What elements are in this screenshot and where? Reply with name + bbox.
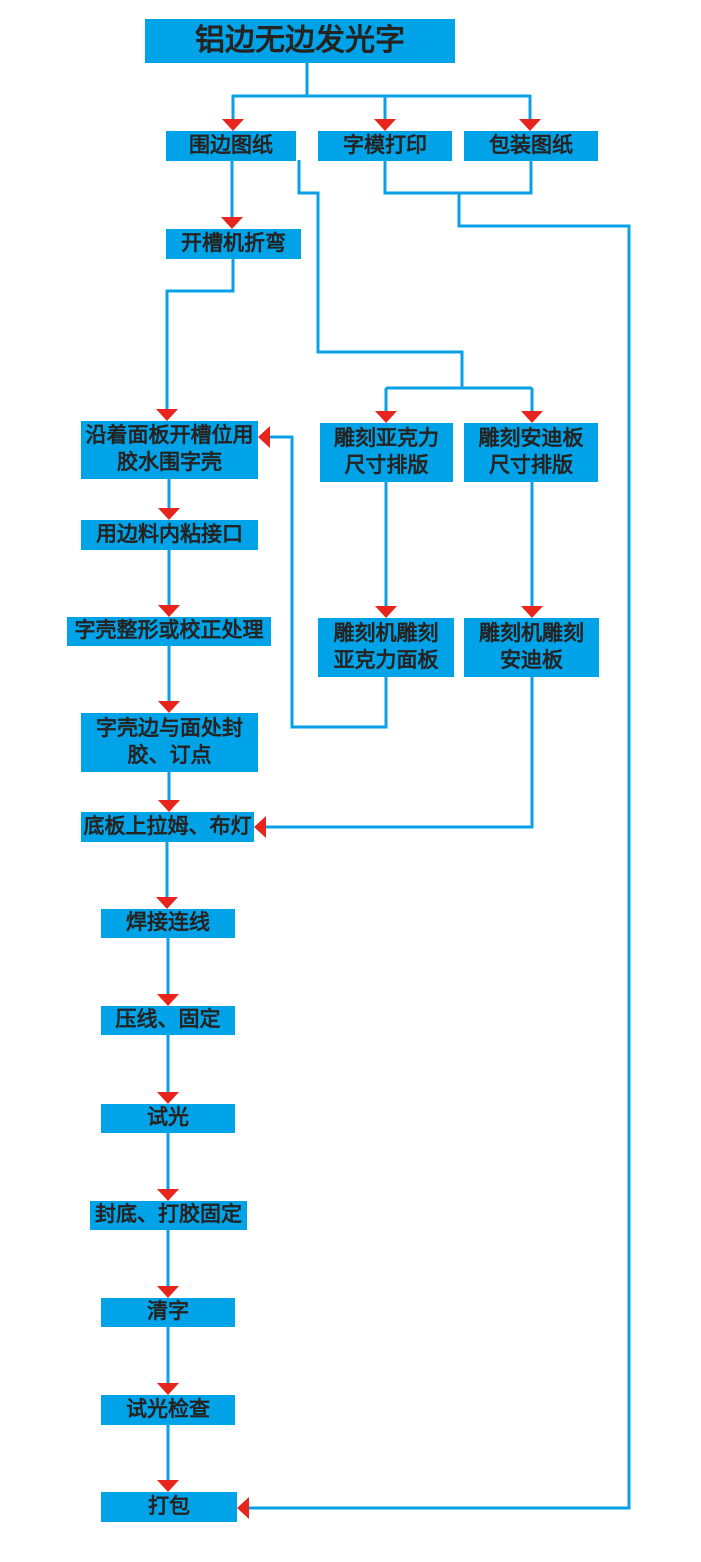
flow-node-label: 胶水围字壳 (117, 451, 222, 474)
flow-node-label: 亚克力面板 (333, 648, 439, 672)
flow-node-label: 压线、固定 (115, 1008, 221, 1032)
arrowhead-icon-yanzhe-to-yongbianliao (158, 508, 180, 520)
flow-node-kaicaoji-zhewan: 开槽机折弯 (166, 229, 301, 259)
arrowhead-icon-merge-to-dabao-long (237, 1497, 249, 1519)
flow-node-label: 焊接连线 (126, 911, 210, 935)
flow-node-label: 雕刻机雕刻 (479, 621, 584, 645)
flow-node-hanjie-lianxian: 焊接连线 (101, 909, 235, 938)
flow-node-zike-fengjiao-dingdian: 字壳边与面处封胶、订点 (81, 713, 258, 772)
arrowhead-icon-shiguang-to-fengdi (157, 1189, 179, 1201)
flow-node-label: 安迪板 (500, 648, 563, 672)
arrowhead-icon-drop-yakeli-paiban (375, 411, 397, 423)
arrowhead-icon-diban-to-hanjie (156, 897, 178, 909)
flow-node-label: 字模打印 (343, 133, 427, 157)
flow-node-label: 沿着面板开槽位用 (85, 424, 254, 448)
flow-node-label: 打包 (148, 1494, 190, 1518)
flow-node-label: 尺寸排版 (344, 453, 429, 477)
flow-node-dabao: 打包 (101, 1492, 237, 1522)
flow-node-label: 字壳整形或校正处理 (74, 619, 264, 643)
flow-node-label: 胶、订点 (127, 743, 212, 767)
flow-node-label: 试光检查 (126, 1397, 210, 1421)
flow-node-zimo-dayin: 字模打印 (318, 131, 452, 161)
edge-yakeli-mianban-loop-to-yanzhe (270, 435, 388, 729)
arrowhead-icon-drop-andiban-paiban (521, 411, 543, 423)
arrowhead-icon-fengjiao-to-diban (158, 800, 180, 812)
flow-node-label: 铝边无边发光字 (195, 23, 405, 57)
edge-kaicao-to-yanzhe (165, 259, 235, 409)
flow-node-label: 雕刻亚克力 (334, 426, 439, 450)
arrowhead-icon-jiancha-to-dabao (157, 1480, 179, 1492)
flow-node-label: 尺寸排版 (489, 453, 573, 477)
flow-node-yaxian-guding: 压线、固定 (101, 1006, 235, 1035)
arrowhead-icon-hanjie-to-yaxian (157, 994, 179, 1006)
arrowhead-icon-weibian-to-kaicao (221, 217, 243, 229)
flow-node-label: 雕刻机雕刻 (333, 621, 439, 645)
arrowhead-icon-drop-baozhuang-tuzhi (519, 119, 541, 131)
arrowhead-icon-qingzi-to-jiancha (157, 1383, 179, 1395)
flow-node-diaoke-yakeli-paiban: 雕刻亚克力尺寸排版 (320, 423, 453, 482)
flow-node-yanzhe-mianban-weizike: 沿着面板开槽位用胶水围字壳 (81, 421, 258, 479)
flow-node-fengdi-dajiao-guding: 封底、打胶固定 (90, 1201, 247, 1230)
flow-node-shiguang: 试光 (101, 1104, 235, 1133)
edge-weibian-branch-to-paiban (297, 160, 464, 389)
flow-node-diaokeji-yakeli-mianban: 雕刻机雕刻亚克力面板 (318, 618, 454, 677)
flow-node-title: 铝边无边发光字 (145, 19, 455, 63)
arrowhead-icon-andiban-loop-to-diban (254, 816, 266, 838)
flow-node-label: 封底、打胶固定 (95, 1203, 242, 1227)
edge-merge-to-dabao-long (249, 193, 631, 1510)
flow-node-weibian-tuzhi: 围边图纸 (166, 131, 296, 161)
flow-node-label: 清字 (147, 1300, 189, 1324)
arrowhead-icon-zhengxing-to-fengjiao (158, 701, 180, 713)
arrowhead-icon-andipaiban-to-diaokeji (521, 606, 543, 618)
flow-node-diaoke-andiban-paiban: 雕刻安迪板尺寸排版 (464, 423, 598, 482)
flow-node-label: 围边图纸 (189, 133, 273, 157)
flow-node-diban-lamu-budeng: 底板上拉姆、布灯 (81, 812, 254, 842)
arrowhead-icon-fengdi-to-qingzi (157, 1286, 179, 1298)
flow-node-baozhuang-tuzhi: 包装图纸 (464, 131, 598, 161)
arrowhead-icon-yakelipaiban-to-diaokeji (375, 606, 397, 618)
flow-node-label: 用边料内粘接口 (96, 522, 243, 546)
arrowhead-icon-kaicao-to-yanzhe (156, 409, 178, 421)
flow-node-label: 雕刻安迪板 (478, 426, 584, 450)
flow-node-shiguang-jiancha: 试光检查 (101, 1395, 235, 1425)
flow-node-yongbianliao-nianjiekou: 用边料内粘接口 (81, 520, 258, 550)
flow-node-label: 开槽机折弯 (181, 231, 286, 255)
edge-zimo-baozhuang-merge (383, 160, 533, 195)
flow-node-label: 试光 (147, 1106, 189, 1130)
arrowhead-icon-yaxian-to-shiguang (157, 1092, 179, 1104)
flow-node-label: 底板上拉姆、布灯 (83, 814, 252, 838)
flow-node-qingzi: 清字 (101, 1298, 235, 1327)
flow-node-label: 字壳边与面处封 (96, 716, 243, 740)
arrowhead-icon-drop-zimo-dayin (374, 119, 396, 131)
flow-node-label: 包装图纸 (489, 133, 573, 157)
arrowhead-icon-yongbianliao-to-zhengxing (158, 605, 180, 617)
edge-andiban-loop-to-diban (266, 677, 534, 829)
arrowhead-icon-drop-weibian-tuzhi (222, 119, 244, 131)
arrowhead-icon-yakeli-mianban-loop-to-yanzhe (258, 426, 270, 448)
flow-node-zike-zhengxing: 字壳整形或校正处理 (67, 617, 271, 646)
flow-node-diaokeji-andiban: 雕刻机雕刻安迪板 (464, 618, 599, 677)
